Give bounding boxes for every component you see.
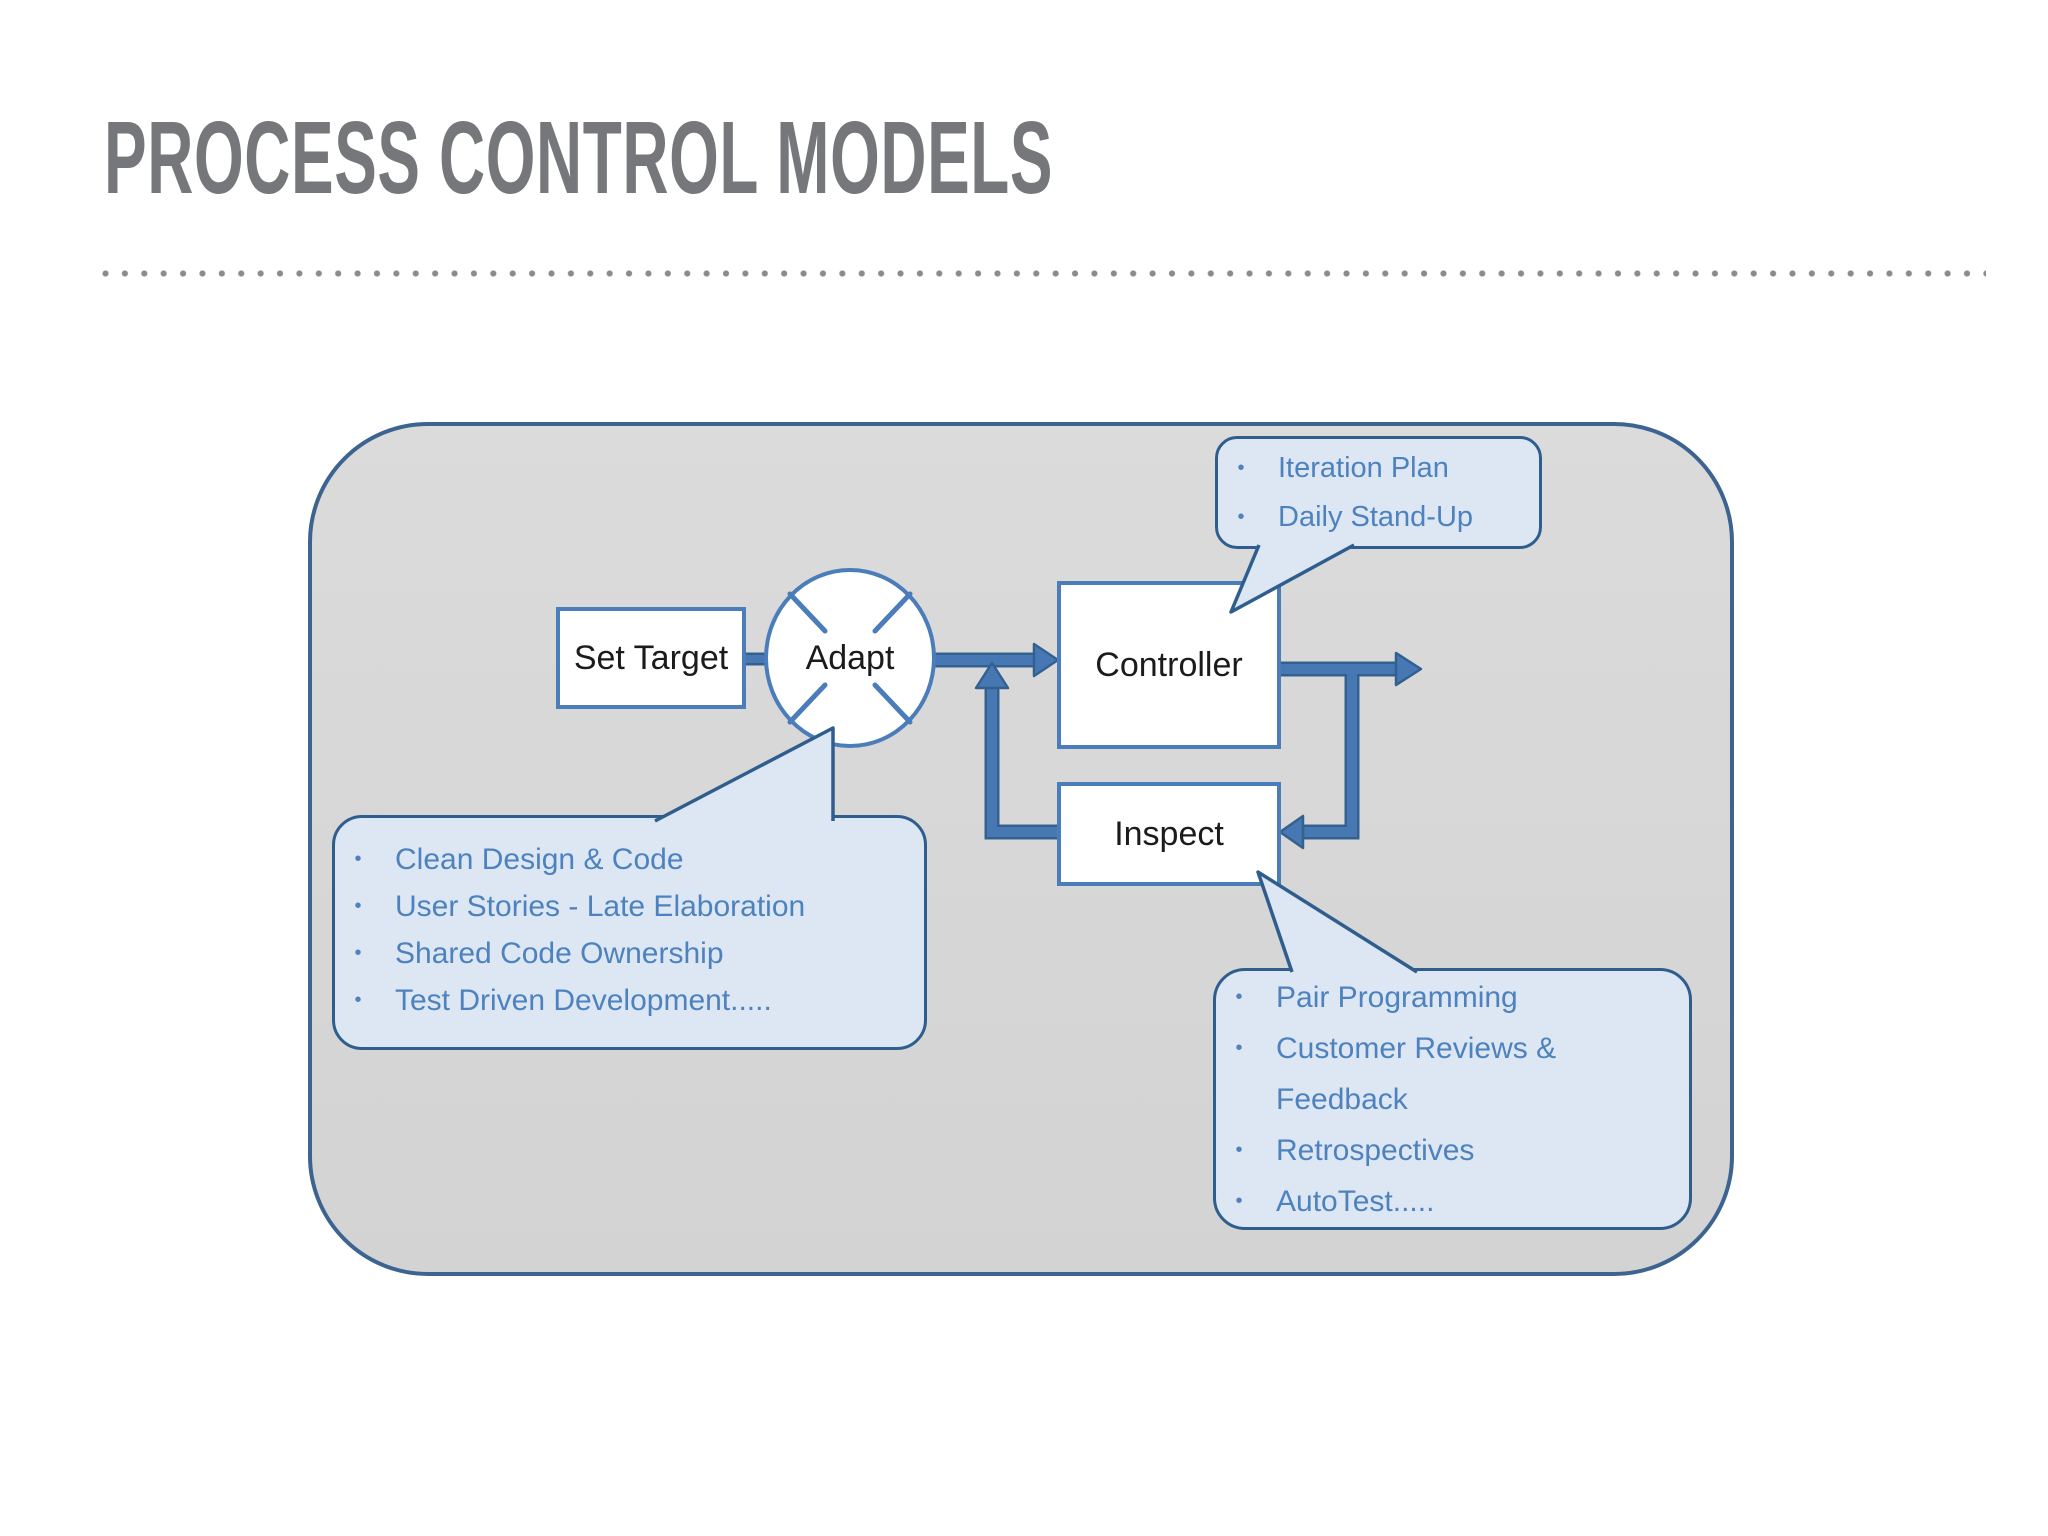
set-target-label: Set Target [573, 638, 729, 677]
list-item-text: Feedback [1276, 1082, 1408, 1116]
list-item: • Daily Stand-Up [1224, 493, 1539, 542]
bullet-glyph: • [1235, 1037, 1243, 1059]
controller-label: Controller [1095, 645, 1243, 684]
adapt-node: Adapt [764, 568, 936, 748]
list-item-text: Clean Design & Code [395, 842, 684, 876]
list-item-text: Customer Reviews & [1276, 1031, 1557, 1065]
list-item-text: Iteration Plan [1278, 452, 1449, 484]
page-title: PROCESS CONTROL MODELS [104, 100, 1054, 215]
bullet-glyph: • [1235, 1190, 1243, 1212]
list-item-text: Shared Code Ownership [395, 936, 724, 970]
set-target-box: Set Target [556, 607, 746, 709]
controller-box: Controller [1057, 581, 1281, 749]
callout-inspect-practices: • Pair Programming • Customer Reviews & … [1213, 968, 1692, 1230]
bullet-glyph: • [354, 989, 362, 1011]
list-item-text: AutoTest..... [1276, 1184, 1435, 1218]
bullet-glyph: • [354, 895, 362, 917]
bullet-glyph: • [354, 848, 362, 870]
list-item: • AutoTest..... [1222, 1176, 1689, 1227]
list-item-text: Pair Programming [1276, 980, 1518, 1014]
list-item: • Clean Design & Code [341, 836, 924, 883]
inspect-label: Inspect [1114, 814, 1224, 853]
list-item: • Iteration Plan [1224, 444, 1539, 493]
adapt-label: Adapt [805, 638, 895, 677]
list-item: • Shared Code Ownership [341, 930, 924, 977]
list-item-text: User Stories - Late Elaboration [395, 889, 806, 923]
bullet-glyph: • [1237, 506, 1245, 528]
list-item: Feedback [1222, 1074, 1689, 1125]
adapt-cross-icon [787, 591, 913, 725]
list-item: • User Stories - Late Elaboration [341, 883, 924, 930]
callout-adapt-practices: • Clean Design & Code • User Stories - L… [332, 815, 927, 1050]
list-item-text: Retrospectives [1276, 1133, 1475, 1167]
list-item: • Pair Programming [1222, 972, 1689, 1023]
bullet-glyph: • [1235, 1139, 1243, 1161]
list-item-text: Test Driven Development..... [395, 983, 772, 1017]
bullet-glyph: • [1235, 986, 1243, 1008]
callout-controller-practices: • Iteration Plan • Daily Stand-Up [1215, 436, 1542, 549]
list-item: • Customer Reviews & [1222, 1023, 1689, 1074]
inspect-box: Inspect [1057, 782, 1281, 886]
list-item-text: Daily Stand-Up [1278, 501, 1474, 533]
list-item: • Test Driven Development..... [341, 977, 924, 1024]
bullet-glyph: • [354, 942, 362, 964]
bullet-glyph: • [1237, 457, 1245, 479]
list-item: • Retrospectives [1222, 1125, 1689, 1176]
dotted-divider [102, 270, 1986, 277]
